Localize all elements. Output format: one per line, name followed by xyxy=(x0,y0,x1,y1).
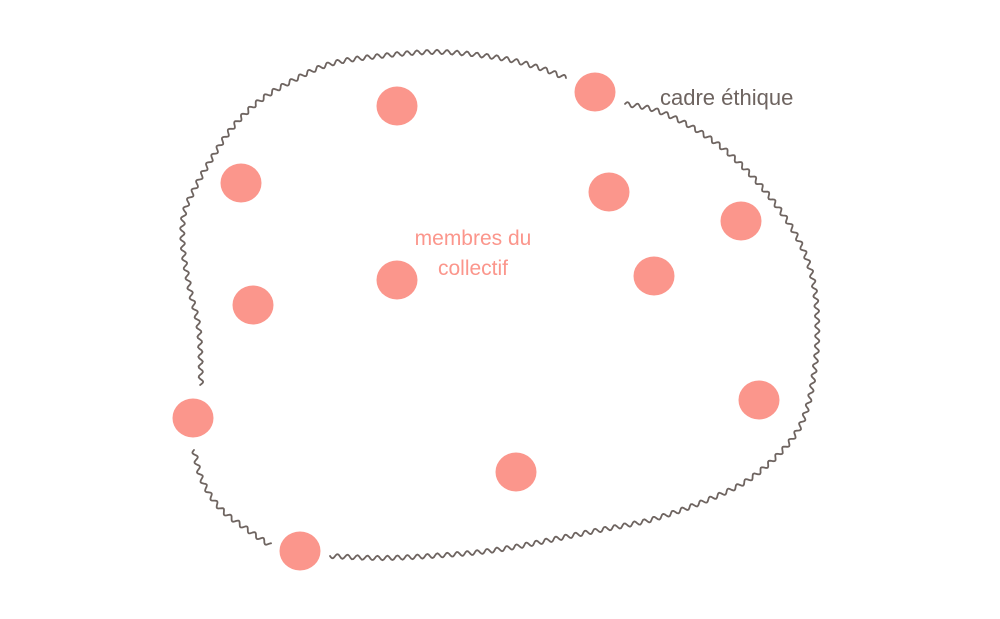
member-circle-12 xyxy=(279,531,321,571)
member-circle-1 xyxy=(376,86,418,126)
member-circle-11 xyxy=(495,452,537,492)
member-circle-3 xyxy=(220,163,262,203)
member-circle-7 xyxy=(633,256,675,296)
member-circle-4 xyxy=(588,172,630,212)
members-label: membres du collectif xyxy=(380,224,566,284)
member-circle-9 xyxy=(172,398,214,438)
member-circle-8 xyxy=(232,285,274,325)
frame-segment-3 xyxy=(329,101,821,562)
member-circle-10 xyxy=(738,380,780,420)
collective-members xyxy=(172,72,780,571)
members-label-line-1: membres du xyxy=(414,227,532,250)
members-label-line-2: collectif xyxy=(437,257,509,280)
member-circle-2 xyxy=(574,72,616,112)
member-circle-5 xyxy=(720,201,762,241)
frame-segment-2 xyxy=(191,449,272,546)
ethical-frame-label: cadre éthique xyxy=(660,85,794,110)
ethical-frame-boundary xyxy=(179,48,821,562)
frame-segment-1 xyxy=(179,48,567,386)
member-circle-6 xyxy=(376,260,418,300)
